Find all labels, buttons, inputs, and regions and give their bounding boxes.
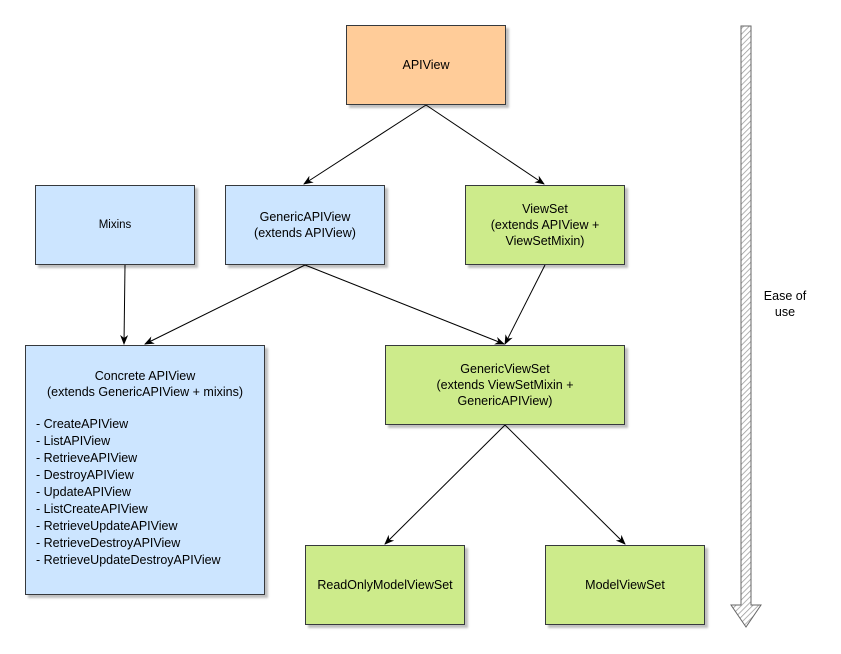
list-item: - CreateAPIView bbox=[36, 417, 129, 431]
edge-mixins-concrete bbox=[120, 264, 129, 345]
node-viewset: ViewSet (extends APIView + ViewSetMixin) bbox=[465, 185, 625, 265]
ease-of-use-label: Ease of use bbox=[763, 289, 807, 319]
node-model-viewset-label: ModelViewSet bbox=[585, 578, 665, 592]
node-generic-viewset: GenericViewSet (extends ViewSetMixin + G… bbox=[385, 345, 625, 425]
list-item: - RetrieveAPIView bbox=[36, 451, 138, 465]
edge-genericviewset-modelviewset bbox=[504, 424, 626, 545]
node-concrete-api-view-title: Concrete APIView (extends GenericAPIView… bbox=[46, 369, 244, 399]
list-item: - ListAPIView bbox=[36, 434, 111, 448]
ease-of-use-arrow-icon bbox=[730, 25, 762, 628]
node-generic-viewset-label: GenericViewSet (extends ViewSetMixin + G… bbox=[436, 362, 574, 408]
edge-genericapiview-genericviewset bbox=[304, 264, 505, 345]
node-generic-api-view-label: GenericAPIView (extends APIView) bbox=[254, 210, 356, 240]
node-readonly-model-viewset: ReadOnlyModelViewSet bbox=[305, 545, 465, 625]
node-apiview: APIView bbox=[346, 25, 506, 105]
list-item: - DestroyAPIView bbox=[36, 468, 134, 482]
node-model-viewset: ModelViewSet bbox=[545, 545, 705, 625]
edge-apiview-genericapiview bbox=[303, 104, 427, 185]
list-item: - RetrieveUpdateDestroyAPIView bbox=[36, 553, 221, 567]
node-concrete-api-view: Concrete APIView (extends GenericAPIView… bbox=[25, 345, 265, 595]
node-readonly-model-viewset-label: ReadOnlyModelViewSet bbox=[317, 578, 453, 592]
node-mixins-label: Mixins bbox=[98, 219, 132, 231]
node-mixins: Mixins bbox=[35, 185, 195, 265]
list-item: - RetrieveUpdateAPIView bbox=[36, 519, 178, 533]
edge-genericviewset-readonly bbox=[384, 424, 506, 545]
list-item: - ListCreateAPIView bbox=[36, 502, 148, 516]
list-item: - UpdateAPIView bbox=[36, 485, 131, 499]
list-item: - RetrieveDestroyAPIView bbox=[36, 536, 181, 550]
edge-apiview-viewset bbox=[425, 104, 545, 185]
node-apiview-label: APIView bbox=[402, 58, 450, 72]
node-viewset-label: ViewSet (extends APIView + ViewSetMixin) bbox=[490, 202, 600, 248]
concrete-api-view-list: - CreateAPIView - ListAPIView - Retrieve… bbox=[26, 416, 264, 569]
node-generic-api-view: GenericAPIView (extends APIView) bbox=[225, 185, 385, 265]
edge-viewset-genericviewset bbox=[504, 264, 546, 345]
edge-genericapiview-concrete bbox=[144, 264, 306, 345]
